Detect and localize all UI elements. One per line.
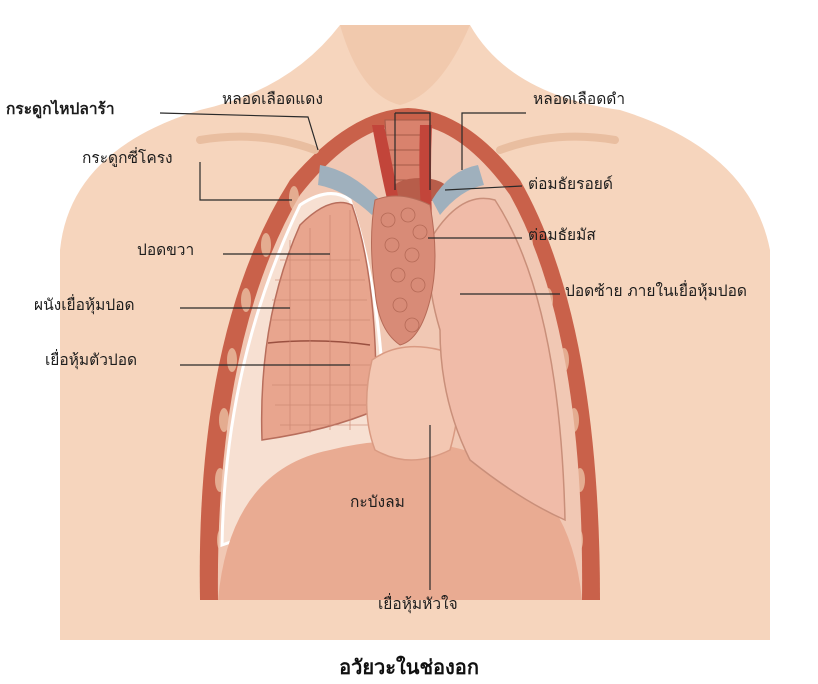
label-thyroid: ต่อมธัยรอยด์	[528, 177, 613, 193]
label-thymus: ต่อมธัยมัส	[528, 228, 596, 244]
figure-caption: อวัยวะในช่องอก	[0, 651, 818, 683]
label-parietal-pleura: ผนังเยื่อหุ้มปอด	[34, 298, 135, 314]
label-left-lung: ปอดซ้าย ภายในเยื่อหุ้มปอด	[565, 284, 747, 300]
label-artery: หลอดเลือดแดง	[222, 92, 323, 108]
label-pericardium: เยื่อหุ้มหัวใจ	[378, 597, 458, 613]
label-right-lung: ปอดขวา	[137, 243, 194, 259]
label-clavicle: กระดูกไหปลาร้า	[6, 102, 115, 118]
label-visceral-pleura: เยื่อหุ้มตัวปอด	[45, 353, 137, 369]
label-diaphragm: กะบังลม	[350, 495, 405, 511]
label-vein: หลอดเลือดดำ	[533, 92, 625, 108]
label-rib: กระดูกซี่โครง	[82, 151, 173, 167]
